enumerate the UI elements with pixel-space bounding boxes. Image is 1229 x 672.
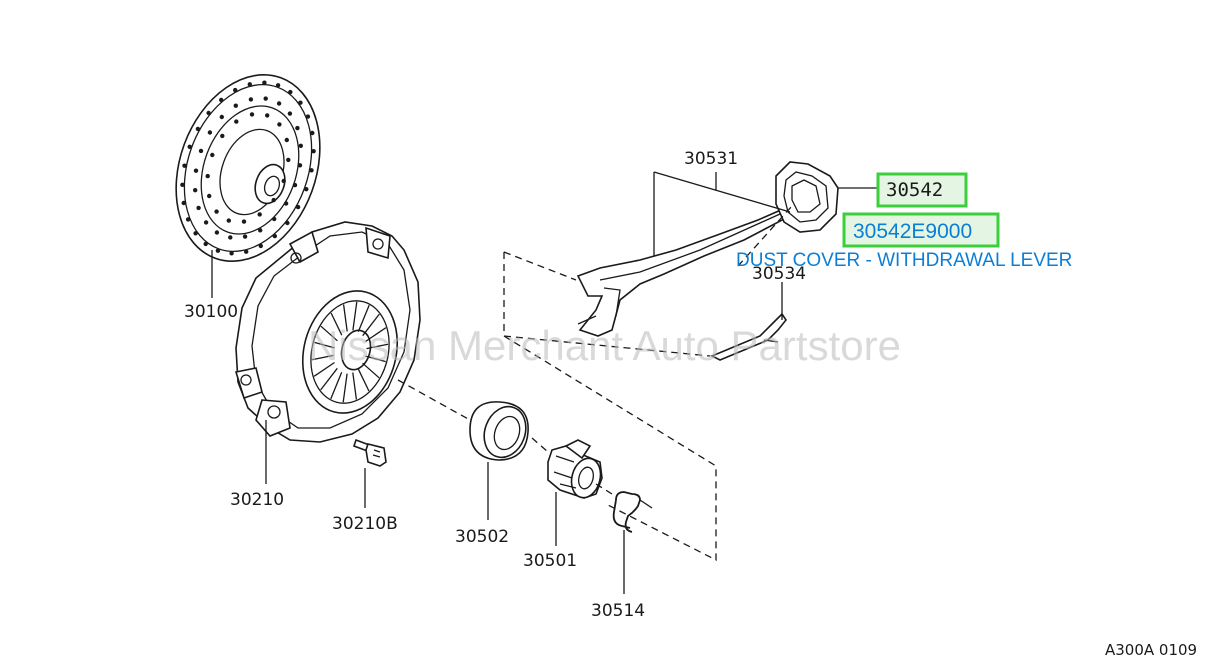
part-number[interactable]: 30542E9000	[853, 220, 972, 243]
label-30514: 30514	[591, 601, 645, 621]
figure-code: A300A 0109	[1105, 641, 1197, 659]
clutch-cover-bolt	[352, 438, 387, 467]
clutch-disc	[175, 74, 321, 262]
withdrawal-lever	[576, 204, 792, 337]
part-number-link[interactable]: 30542E9000	[842, 212, 1000, 248]
watermark: Nissan Merchant Auto Partstore	[308, 322, 901, 369]
retainer-spring	[612, 491, 653, 533]
label-30210: 30210	[230, 490, 284, 510]
lever-spring	[710, 312, 787, 361]
hidden-lines	[397, 205, 793, 562]
label-30502: 30502	[455, 527, 509, 547]
bearing-sleeve	[547, 439, 603, 499]
label-30100: 30100	[184, 302, 238, 322]
part-labels: 30100 30210 30210B 30502 30501 30514 305…	[184, 149, 806, 621]
label-30534: 30534	[752, 264, 806, 284]
highlighted-part-label[interactable]: 30542	[886, 179, 943, 201]
release-bearing	[469, 401, 529, 461]
label-30531: 30531	[684, 149, 738, 169]
label-30210b: 30210B	[332, 514, 398, 534]
part-description: DUST COVER - WITHDRAWAL LEVER	[736, 250, 1072, 271]
clutch-cover	[234, 221, 421, 443]
highlight-callout[interactable]: 30542	[876, 172, 968, 208]
label-30501: 30501	[523, 551, 577, 571]
dust-cover	[775, 161, 839, 233]
leader-lines	[211, 171, 878, 594]
